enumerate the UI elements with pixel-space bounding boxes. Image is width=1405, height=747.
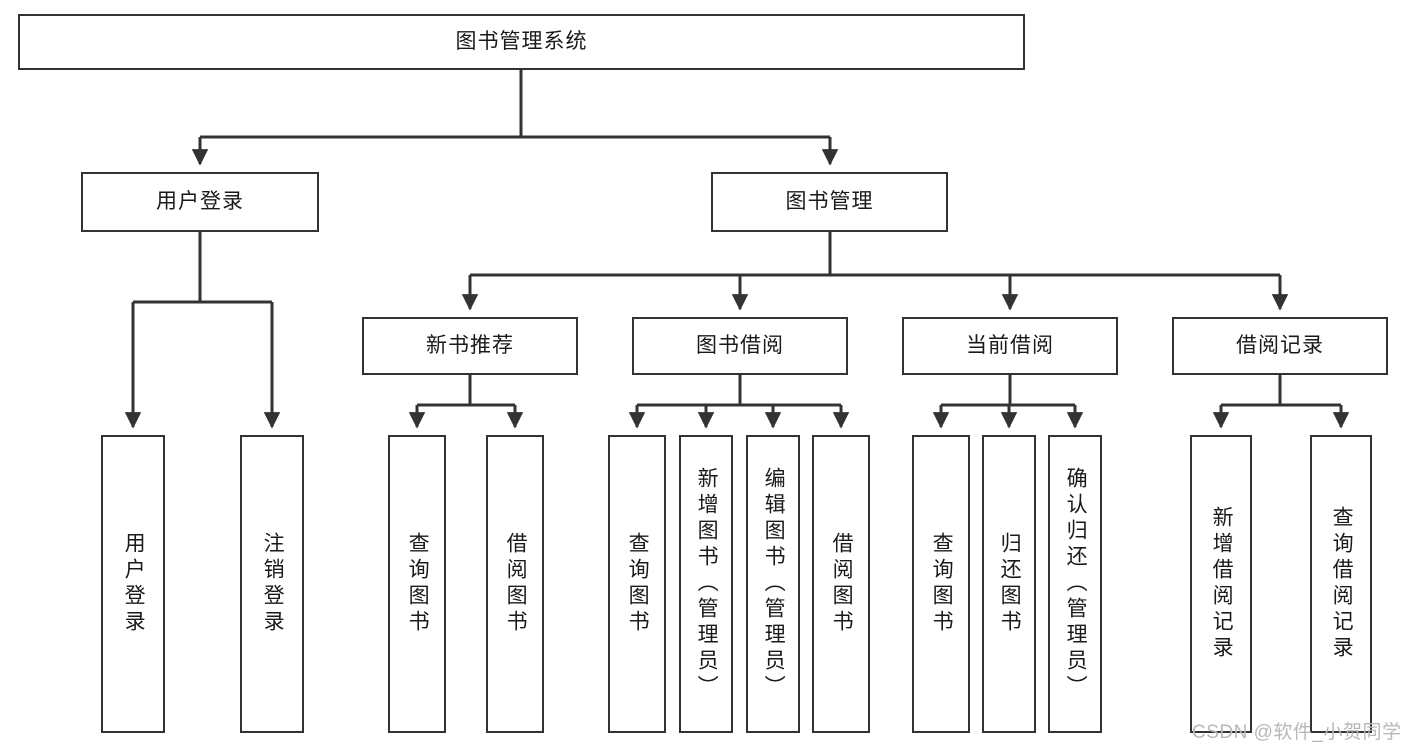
csdn-watermark: CSDN @软件_小贺同学 (1192, 722, 1402, 743)
node-leaf-return-book[interactable]: 归还图书 (982, 435, 1036, 733)
node-leaf-user-logout[interactable]: 注销登录 (240, 435, 304, 733)
node-new-book-recommend[interactable]: 新书推荐 (362, 317, 578, 375)
node-leaf-query-book-current[interactable]: 查询图书 (912, 435, 970, 733)
node-root-system[interactable]: 图书管理系统 (18, 14, 1025, 70)
node-book-manage[interactable]: 图书管理 (711, 172, 948, 232)
node-borrow-record[interactable]: 借阅记录 (1172, 317, 1388, 375)
node-leaf-query-book-rec[interactable]: 查询图书 (388, 435, 446, 733)
node-book-borrow[interactable]: 图书借阅 (632, 317, 848, 375)
node-leaf-query-book-borrow[interactable]: 查询图书 (608, 435, 666, 733)
node-current-borrow[interactable]: 当前借阅 (902, 317, 1118, 375)
node-leaf-user-login[interactable]: 用户登录 (101, 435, 165, 733)
node-leaf-add-borrow-record[interactable]: 新增借阅记录 (1190, 435, 1252, 733)
node-leaf-query-borrow-record[interactable]: 查询借阅记录 (1310, 435, 1372, 733)
node-leaf-borrow-book-rec[interactable]: 借阅图书 (486, 435, 544, 733)
node-leaf-edit-book-admin[interactable]: 编辑图书（管理员） (746, 435, 800, 733)
node-user-login[interactable]: 用户登录 (81, 172, 319, 232)
node-leaf-confirm-return-admin[interactable]: 确认归还（管理员） (1048, 435, 1102, 733)
node-leaf-borrow-book[interactable]: 借阅图书 (812, 435, 870, 733)
node-leaf-add-book-admin[interactable]: 新增图书（管理员） (679, 435, 733, 733)
